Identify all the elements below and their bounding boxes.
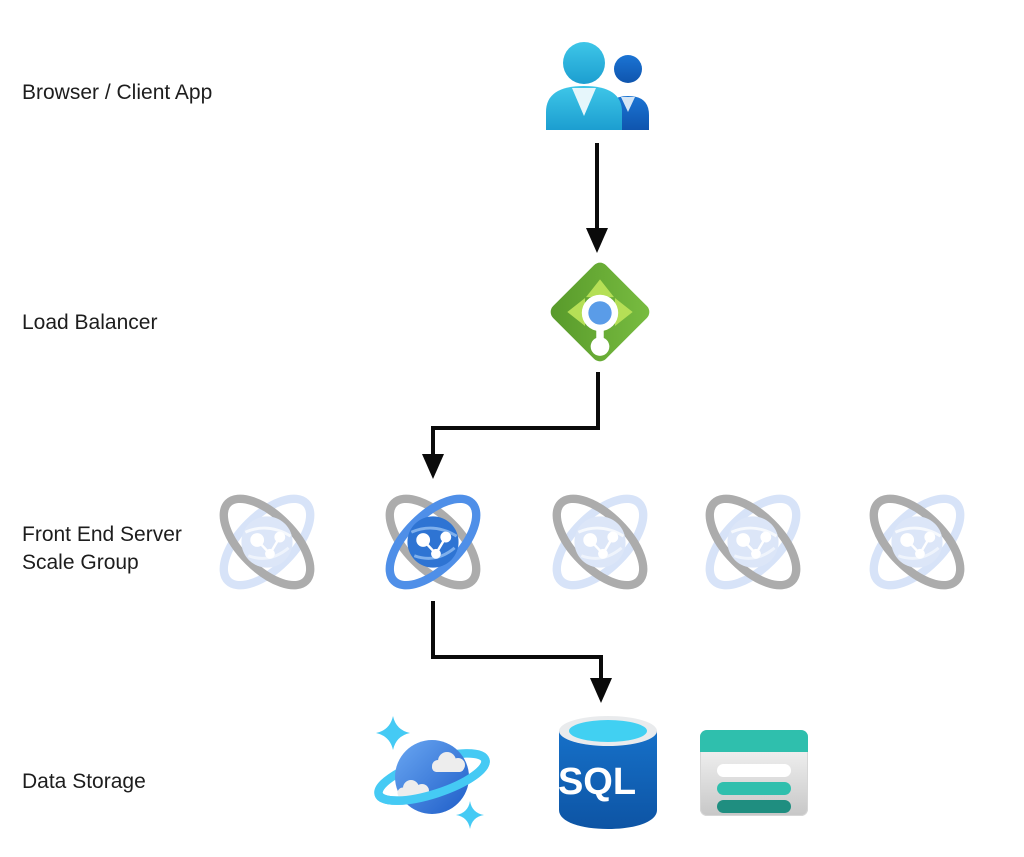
scale-set-icon-instance-3 [536,483,664,601]
load-balancer-icon [550,262,650,362]
sql-icon-text: SQL [558,761,636,803]
scale-set-icon-instance-5 [853,483,981,601]
label-scale-group-line2: Scale Group [22,551,139,575]
arrowhead-3 [590,678,612,703]
arrow-scale-group-to-data-storage [431,601,603,679]
cosmos-db-icon [374,716,490,829]
table-storage-icon [700,730,808,816]
label-front-end-server-line1: Front End Server [22,523,182,546]
sparkle-icon [376,716,484,829]
scale-set-icon-instance-4 [689,483,817,601]
label-load-balancer: Load Balancer [22,311,158,334]
arrow-load-balancer-to-scale-group [431,372,600,456]
table-storage-header-bar [700,730,808,752]
table-storage-row-dark-teal [717,800,791,813]
sql-database-icon: SQL [558,716,657,829]
scale-set-icon-instance-1 [203,483,331,601]
table-storage-row-teal [717,782,791,795]
arrowhead-1 [586,228,608,253]
label-data-storage: Data Storage [22,770,146,793]
arrowhead-2 [422,454,444,479]
users-icon [546,42,649,130]
table-storage-row-white [717,764,791,777]
label-browser-client-app: Browser / Client App [22,81,213,104]
label-front-end-scale-group: Front End Server Scale Group [22,521,182,578]
scale-set-icon-instance-2-active [369,483,497,601]
